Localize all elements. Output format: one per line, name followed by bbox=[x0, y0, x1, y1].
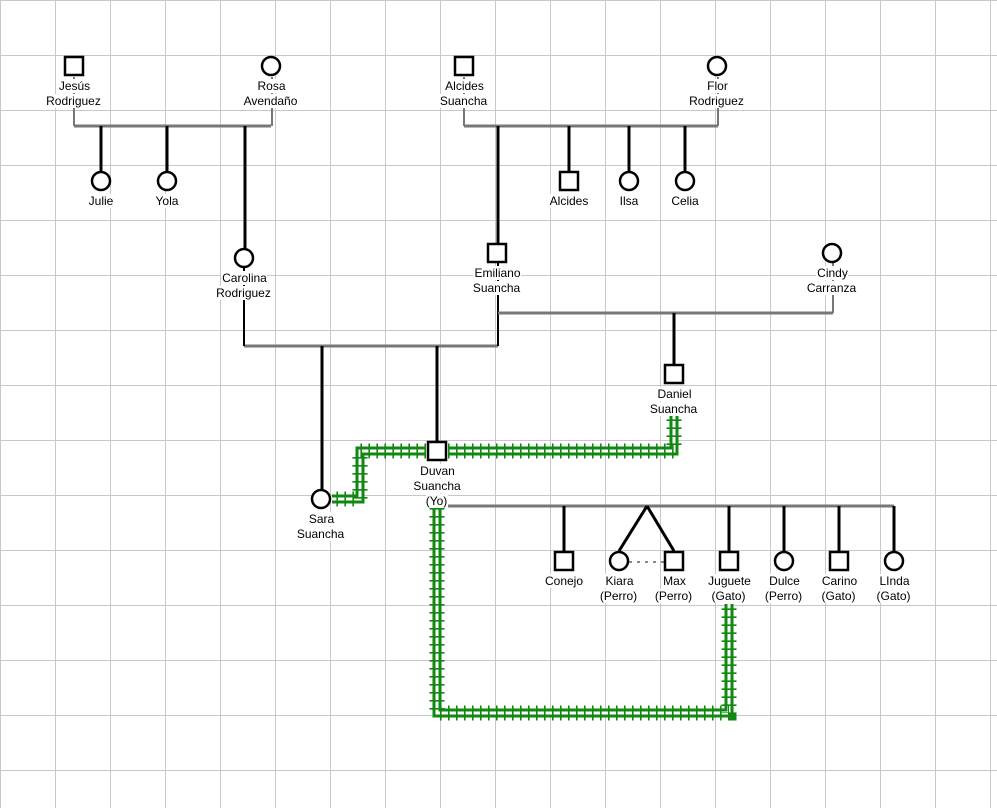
person-kiara-female-symbol bbox=[608, 550, 630, 572]
person-ilsa-female-symbol bbox=[618, 170, 640, 192]
person-linda-female-symbol bbox=[883, 550, 905, 572]
relation-duvan-daniel bbox=[448, 415, 682, 459]
relation-duvan-juguete bbox=[429, 508, 737, 721]
person-conejo-male-symbol bbox=[553, 550, 575, 572]
pet-line-max bbox=[645, 505, 676, 552]
person-flor-female-symbol bbox=[706, 55, 728, 77]
person-celia-female-symbol bbox=[674, 170, 696, 192]
pet-line-kiara bbox=[617, 505, 649, 552]
person-max-male-symbol bbox=[663, 550, 685, 572]
person-cindy-female-symbol bbox=[821, 242, 843, 264]
person-jesus-male-symbol bbox=[63, 55, 85, 77]
person-sara-female-symbol bbox=[310, 488, 332, 510]
person-julie-female-symbol bbox=[90, 170, 112, 192]
person-carolina-female-symbol bbox=[233, 247, 255, 269]
person-yola-female-symbol bbox=[156, 170, 178, 192]
person-duvan-male-symbol bbox=[426, 440, 448, 462]
person-symbols bbox=[63, 55, 905, 572]
person-rosa-female-symbol bbox=[260, 55, 282, 77]
person-carino-male-symbol bbox=[828, 550, 850, 572]
person-emiliano-male-symbol bbox=[486, 242, 508, 264]
person-juguete-male-symbol bbox=[718, 550, 740, 572]
person-alcides_sr-male-symbol bbox=[453, 55, 475, 77]
person-dulce-female-symbol bbox=[773, 550, 795, 572]
relationship-lines bbox=[332, 415, 737, 721]
family-lines bbox=[73, 77, 896, 563]
person-daniel-male-symbol bbox=[663, 363, 685, 385]
relation-duvan-sara bbox=[332, 443, 426, 507]
person-alcides-male-symbol bbox=[558, 170, 580, 192]
